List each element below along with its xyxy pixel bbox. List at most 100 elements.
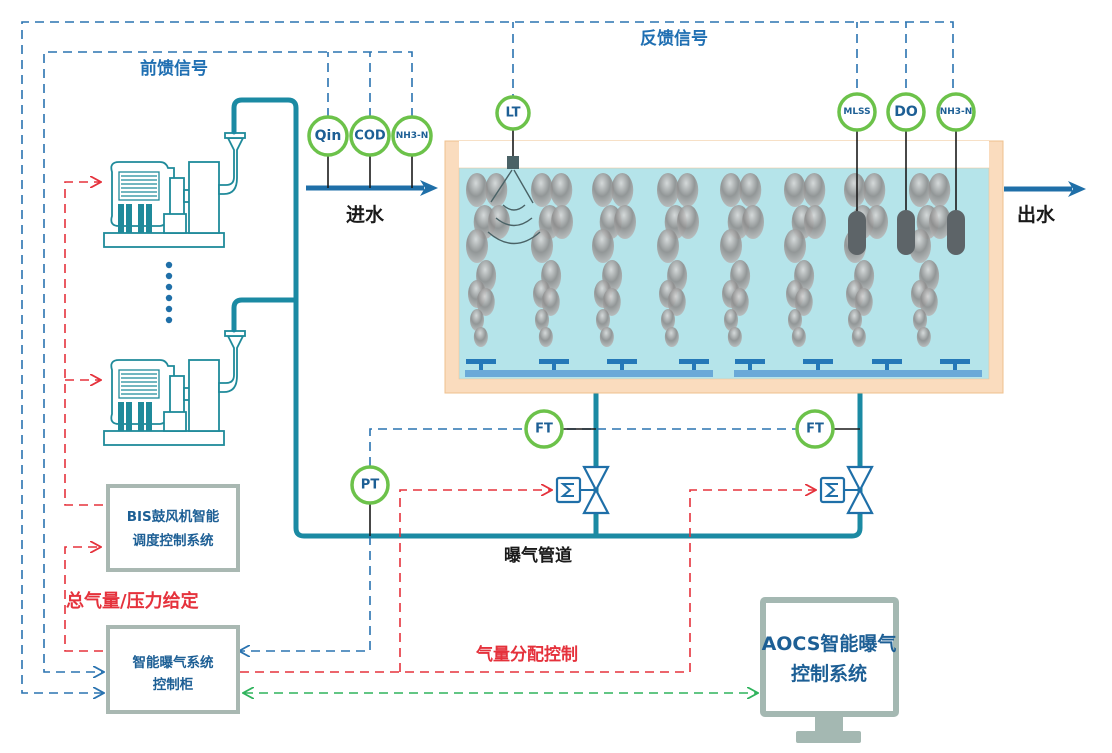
air-bubble xyxy=(551,205,573,239)
svg-text:FT: FT xyxy=(535,422,553,437)
aeration-tank xyxy=(444,140,1004,394)
control-valve-2[interactable] xyxy=(819,465,874,515)
air-bubble xyxy=(804,205,826,239)
sensor-pt[interactable]: PT xyxy=(350,465,390,505)
air-bubble xyxy=(657,229,679,263)
diffuser-head xyxy=(466,359,496,364)
diffuser-stem xyxy=(552,363,556,370)
air-bubble xyxy=(531,173,553,207)
sensor-cod[interactable]: COD xyxy=(349,115,391,157)
aeration-control-cabinet[interactable]: 智能曝气系统 控制柜 xyxy=(106,625,240,714)
air-bubble xyxy=(667,288,686,316)
sensor-mlss[interactable]: MLSS xyxy=(837,92,877,255)
diffuser-stem xyxy=(953,363,957,370)
air-bubble xyxy=(803,173,826,207)
air-bubble xyxy=(611,173,634,207)
air-bubble xyxy=(730,288,749,316)
svg-text:NH3-N: NH3-N xyxy=(396,131,429,141)
diffuser-head xyxy=(803,359,833,364)
inflow-arrow xyxy=(306,155,438,196)
air-bubble xyxy=(727,327,742,347)
air-bubble xyxy=(531,229,553,263)
total-air-pressure-label: 总气量/压力给定 xyxy=(66,590,199,612)
feedback-label: 反馈信号 xyxy=(640,28,708,49)
air-bubble xyxy=(661,309,675,331)
air-bubble xyxy=(473,327,488,347)
sensor-lt[interactable]: LT xyxy=(487,95,541,245)
blower-2 xyxy=(103,330,246,446)
svg-text:MLSS: MLSS xyxy=(843,107,870,117)
air-bubble xyxy=(794,288,813,316)
air-bubble xyxy=(724,309,738,331)
blower-control-lines xyxy=(64,182,103,652)
air-distribution-control-lines xyxy=(240,490,815,673)
air-bubble xyxy=(476,288,495,316)
sensor-qin[interactable]: Qin xyxy=(307,115,349,157)
air-bubble xyxy=(788,309,802,331)
diffuser-stem xyxy=(885,363,889,370)
air-bubble xyxy=(848,309,862,331)
diffuser-stem xyxy=(479,363,483,370)
air-bubble xyxy=(791,327,806,347)
svg-text:PT: PT xyxy=(361,478,380,493)
svg-text:AOCS智能曝气: AOCS智能曝气 xyxy=(762,632,897,655)
sensor-ft-1[interactable]: FT xyxy=(524,409,564,449)
aocs-monitor[interactable]: AOCS智能曝气 控制系统 xyxy=(760,597,899,743)
svg-text:控制系统: 控制系统 xyxy=(791,662,867,685)
sensor-nh3n-outlet[interactable]: NH3-N xyxy=(936,92,976,255)
air-bubble xyxy=(916,327,931,347)
air-bubble xyxy=(866,205,888,239)
air-bubble xyxy=(863,173,886,207)
air-bubble xyxy=(538,327,553,347)
diffuser-head xyxy=(539,359,569,364)
blower-1 xyxy=(103,132,246,248)
aeration-pipe-label: 曝气管道 xyxy=(504,545,572,566)
diffuser-stem xyxy=(816,363,820,370)
air-bubbles xyxy=(466,173,951,347)
more-blowers-ellipsis-icon xyxy=(165,261,173,324)
air-bubble xyxy=(466,229,488,263)
diffuser-stem xyxy=(692,363,696,370)
inflow-label: 进水 xyxy=(346,204,385,226)
air-bubble xyxy=(596,309,610,331)
air-bubble xyxy=(919,288,938,316)
air-bubble xyxy=(614,205,636,239)
air-bubble xyxy=(592,229,614,263)
svg-text:LT: LT xyxy=(506,106,521,121)
flow-pressure-signal-line xyxy=(240,428,860,651)
diffuser-head xyxy=(607,359,637,364)
air-bubble xyxy=(676,173,699,207)
air-bubble xyxy=(599,327,614,347)
bis-blower-scheduling-system[interactable]: BIS鼓风机智能 调度控制系统 xyxy=(106,484,240,572)
feedback-signal-lines xyxy=(21,21,954,693)
svg-text:调度控制系统: 调度控制系统 xyxy=(133,532,214,549)
svg-text:Qin: Qin xyxy=(315,128,342,144)
diffuser-head xyxy=(872,359,902,364)
air-bubble xyxy=(854,288,873,316)
air-bubble xyxy=(488,205,510,239)
air-bubble xyxy=(739,173,762,207)
air-bubble xyxy=(784,229,806,263)
sensor-ft-2[interactable]: FT xyxy=(795,409,835,449)
air-bubble xyxy=(929,205,951,239)
feedforward-label: 前馈信号 xyxy=(140,58,208,79)
air-bubble xyxy=(470,309,484,331)
air-bubble xyxy=(851,327,866,347)
control-valve-1[interactable] xyxy=(555,465,610,515)
air-bubble xyxy=(844,173,866,207)
sensor-do[interactable]: DO xyxy=(886,92,926,255)
air-bubble xyxy=(550,173,573,207)
air-bubble xyxy=(720,229,742,263)
svg-text:COD: COD xyxy=(354,129,386,144)
svg-text:FT: FT xyxy=(806,422,824,437)
air-bubble xyxy=(485,173,508,207)
diffuser-head xyxy=(679,359,709,364)
sensor-nh3n-inlet[interactable]: NH3-N xyxy=(391,115,433,157)
air-bubble xyxy=(602,288,621,316)
outflow-label: 出水 xyxy=(1017,203,1056,226)
feedforward-signal-lines xyxy=(43,51,413,672)
air-bubble xyxy=(535,309,549,331)
air-distribution-label: 气量分配控制 xyxy=(475,644,578,665)
air-bubble xyxy=(928,173,951,207)
